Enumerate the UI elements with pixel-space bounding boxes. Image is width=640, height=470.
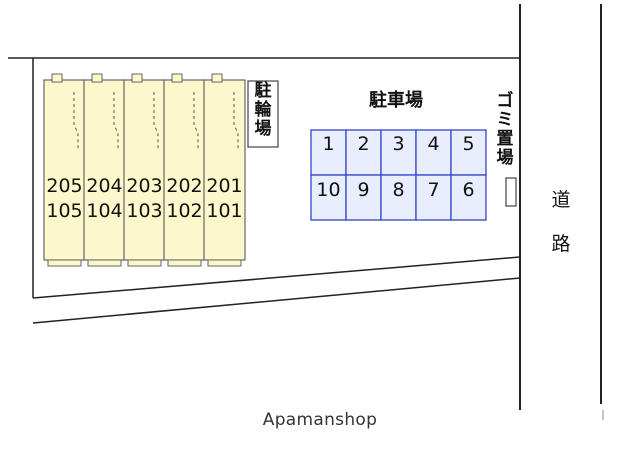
- parking-space-number: 5: [462, 133, 475, 155]
- parking-space-number: 2: [357, 133, 370, 155]
- parking-lot: [310, 129, 487, 221]
- parking-space: [380, 129, 417, 176]
- unit-balcony: [167, 259, 202, 267]
- parking-space: [450, 129, 487, 176]
- garbage-label: ゴミ置場: [496, 91, 514, 168]
- parking-space-number: 3: [392, 133, 405, 155]
- unit-entrance: [131, 73, 143, 83]
- unit-stair-line: [73, 92, 79, 150]
- unit-lower-number: 103: [126, 200, 163, 222]
- unit-stair-line: [233, 92, 239, 150]
- parking-space-number: 7: [427, 179, 440, 201]
- unit-upper-number: 203: [126, 175, 163, 197]
- unit-balcony: [47, 259, 82, 267]
- parking-space: [310, 174, 347, 221]
- unit-lower-number: 105: [46, 200, 83, 222]
- parking-space: [345, 174, 382, 221]
- unit-lower-number: 101: [206, 200, 243, 222]
- unit-balcony: [87, 259, 122, 267]
- unit-block: [163, 79, 206, 261]
- parking-space-number: 9: [357, 179, 370, 201]
- parking-space-number: 6: [462, 179, 475, 201]
- parking-space: [415, 174, 452, 221]
- unit-stair-line: [153, 92, 159, 150]
- bicycle-parking-label: 駐輪場: [254, 81, 272, 139]
- unit-entrance: [51, 73, 63, 83]
- unit-upper-number: 202: [166, 175, 203, 197]
- lot-bottom-line: [32, 256, 521, 299]
- unit-block: [203, 79, 246, 261]
- unit-lower-number: 102: [166, 200, 203, 222]
- unit-entrance: [211, 73, 223, 83]
- parking-space-number: 1: [322, 133, 335, 155]
- parking-space-number: 4: [427, 133, 440, 155]
- lot-boundary: [8, 57, 521, 324]
- unit-upper-number: 205: [46, 175, 83, 197]
- unit-upper-number: 201: [206, 175, 243, 197]
- building-units: [43, 73, 246, 267]
- unit-balcony: [127, 259, 162, 267]
- garbage-box: [505, 177, 517, 207]
- bicycle-parking-box: [247, 80, 279, 148]
- parking-space-number: 10: [316, 179, 341, 201]
- parking-space: [415, 129, 452, 176]
- unit-balcony: [207, 259, 242, 267]
- unit-block: [83, 79, 126, 261]
- watermark: Apamanshop: [262, 410, 378, 430]
- unit-lower-number: 104: [86, 200, 123, 222]
- unit-stair-line: [113, 92, 119, 150]
- parking-space: [380, 174, 417, 221]
- unit-stair-line: [193, 92, 199, 150]
- parking-space: [450, 174, 487, 221]
- parking-label: 駐車場: [369, 90, 423, 111]
- unit-block: [123, 79, 166, 261]
- unit-entrance: [91, 73, 103, 83]
- unit-upper-number: 204: [86, 175, 123, 197]
- parking-space-number: 8: [392, 179, 405, 201]
- unit-entrance: [171, 73, 183, 83]
- road-label: 道路: [551, 189, 571, 255]
- street-line: [32, 277, 521, 324]
- unit-block: [43, 79, 86, 261]
